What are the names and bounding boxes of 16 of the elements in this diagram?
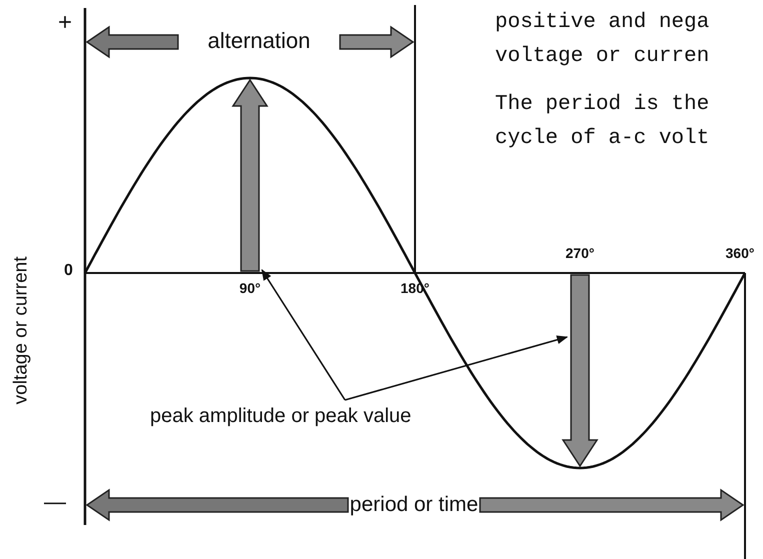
axis-sign: + <box>58 10 72 36</box>
axis-sign: — <box>44 490 66 514</box>
dimension-label: alternation <box>208 29 310 54</box>
axis-tick-label: 0 <box>64 262 73 280</box>
leader-line <box>261 269 346 400</box>
text-paragraph: positive and nega voltage or curren <box>495 10 710 70</box>
callout-text: peak amplitude or peak value <box>150 398 420 434</box>
peak-arrow <box>232 78 268 272</box>
axis-tick-label: 90° <box>239 281 261 296</box>
dimension-label: period or time <box>350 493 478 516</box>
axis-tick-label: 270° <box>566 246 594 262</box>
axis-tick-label: 360° <box>726 246 754 262</box>
leader-line <box>344 335 568 401</box>
peak-arrow <box>562 274 598 468</box>
axis-title: voltage or current <box>12 256 32 404</box>
text-paragraph: The period is the cycle of a-c volt <box>495 92 710 152</box>
